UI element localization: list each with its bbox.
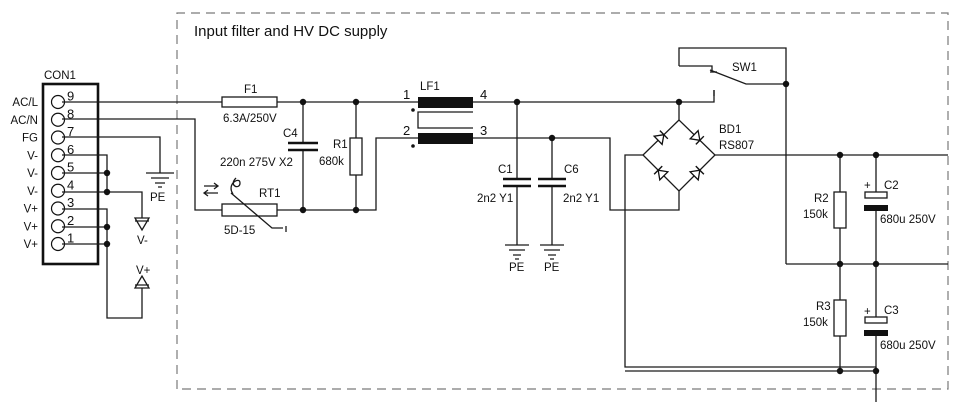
diode-cathode-bar: [653, 165, 663, 175]
capacitor-c4: C4 220n 275V X2: [220, 98, 318, 214]
connector-ref: CON1: [44, 70, 76, 82]
r1-ref: R1: [333, 139, 348, 151]
r2-value: 150k: [803, 209, 828, 221]
connector-pin-number: 5: [67, 160, 74, 175]
junction: [103, 169, 111, 177]
c1-value: 2n2 Y1: [477, 193, 513, 205]
fuse-f1: F1 6.3A/250V: [221, 84, 278, 125]
connector-pin-number: 2: [67, 213, 74, 228]
diode-cathode-bar: [695, 165, 705, 175]
diode-icon: [688, 169, 701, 182]
resistor-r1: R1 680k: [319, 98, 363, 214]
junction: [103, 223, 111, 231]
diode-icon: [688, 129, 701, 142]
diode-cathode-bar: [659, 130, 669, 140]
r2-ref: R2: [814, 193, 829, 205]
thermistor-rt1: RT1 5D-15: [202, 177, 287, 237]
connector-pin-number: 9: [67, 89, 74, 104]
bd1-ref: BD1: [719, 124, 741, 136]
c1-ref: C1: [498, 164, 513, 176]
lf1-ref: LF1: [420, 81, 440, 93]
connector-pin-label: V+: [24, 204, 39, 216]
connector-pin-label: V-: [27, 186, 38, 198]
bd1-value: RS807: [719, 140, 754, 152]
connector-pin-number: 3: [67, 195, 74, 210]
switch-sw1: SW1: [678, 47, 790, 264]
vminus-symbol: V-: [133, 217, 151, 247]
connector-wiring: [62, 136, 161, 319]
c2-ref: C2: [884, 180, 899, 192]
c3-ref: C3: [884, 305, 899, 317]
connector-pin-label: V+: [24, 221, 39, 233]
lf1-pin1: 1: [403, 87, 410, 102]
resistor-r2: R2 150k: [803, 151, 847, 268]
connector-pin-number: 4: [67, 177, 74, 192]
wire-pin4-vminus: [62, 191, 143, 218]
c1-pe-label: PE: [509, 262, 525, 274]
c2-value: 680u 250V: [880, 214, 936, 226]
section-title: Input filter and HV DC supply: [194, 23, 388, 40]
wire-n-filter: [277, 137, 418, 211]
lf1-pin2: 2: [403, 123, 410, 138]
bridge-rectifier-bd1: BD1 RS807: [624, 98, 948, 368]
section-frame: [176, 12, 949, 390]
connector-pin-label: V+: [24, 239, 39, 251]
junction: [103, 240, 111, 248]
pe-label: PE: [150, 192, 166, 204]
c6-ref: C6: [564, 164, 579, 176]
junction: [103, 188, 111, 196]
vplus-label: V+: [136, 265, 151, 277]
r3-ref: R3: [816, 301, 831, 313]
rt1-value: 5D-15: [224, 225, 255, 237]
resistor-r3: R3 150k: [803, 264, 847, 375]
connector-pin-2: [50, 219, 66, 234]
wire-ac-n: [62, 118, 222, 211]
c3-polarity: +: [864, 306, 871, 318]
connector-pin-label: FG: [22, 133, 38, 145]
c6-value: 2n2 Y1: [563, 193, 599, 205]
f1-ref: F1: [244, 84, 257, 96]
lf1-pin4: 4: [480, 87, 487, 102]
diode-icon: [652, 133, 665, 146]
wire-vminus-bus: [62, 154, 108, 192]
sw1-ref: SW1: [732, 62, 757, 74]
connector-pin-number: 7: [67, 124, 74, 139]
wire-fg: [62, 136, 161, 173]
rt1-ref: RT1: [259, 188, 281, 200]
choke-lf1: LF1 1 2 3 4: [403, 81, 487, 148]
lf1-pin3: 3: [480, 123, 487, 138]
f1-value: 6.3A/250V: [223, 113, 277, 125]
c4-value: 220n 275V X2: [220, 157, 293, 169]
connector-pin-number: 1: [67, 231, 74, 246]
c3-value: 680u 250V: [880, 340, 936, 352]
connector-pin-label: AC/L: [12, 97, 38, 109]
capacitor-c2: + C2 680u 250V: [864, 151, 936, 268]
connector-pin-label: AC/N: [11, 115, 38, 127]
c4-ref: C4: [283, 128, 298, 140]
capacitor-c3: + C3 680u 250V: [864, 264, 936, 375]
vplus-symbol: V+: [133, 265, 151, 289]
diode-cathode-bar: [695, 135, 705, 145]
connector-pin-number: 6: [67, 142, 74, 157]
wire-n-post: [473, 137, 680, 211]
connector-pin-4: [50, 183, 66, 198]
r1-value: 680k: [319, 156, 344, 168]
connector-pin-number: 8: [67, 106, 74, 121]
c6-pe-label: PE: [544, 262, 560, 274]
wire-vplus-bus: [62, 208, 143, 319]
diode-icon: [657, 169, 670, 182]
ground-pe-symbol: PE: [146, 172, 174, 204]
r3-value: 150k: [803, 317, 828, 329]
c2-polarity: +: [864, 180, 871, 192]
connector-pin-8: [50, 112, 66, 127]
capacitor-c1: C1 2n2 Y1 PE: [477, 98, 531, 274]
connector-pin-label: V-: [27, 150, 38, 162]
capacitor-c6: C6 2n2 Y1 PE: [538, 134, 599, 274]
vminus-label: V-: [137, 235, 148, 247]
connector-pin-label: V-: [27, 168, 38, 180]
